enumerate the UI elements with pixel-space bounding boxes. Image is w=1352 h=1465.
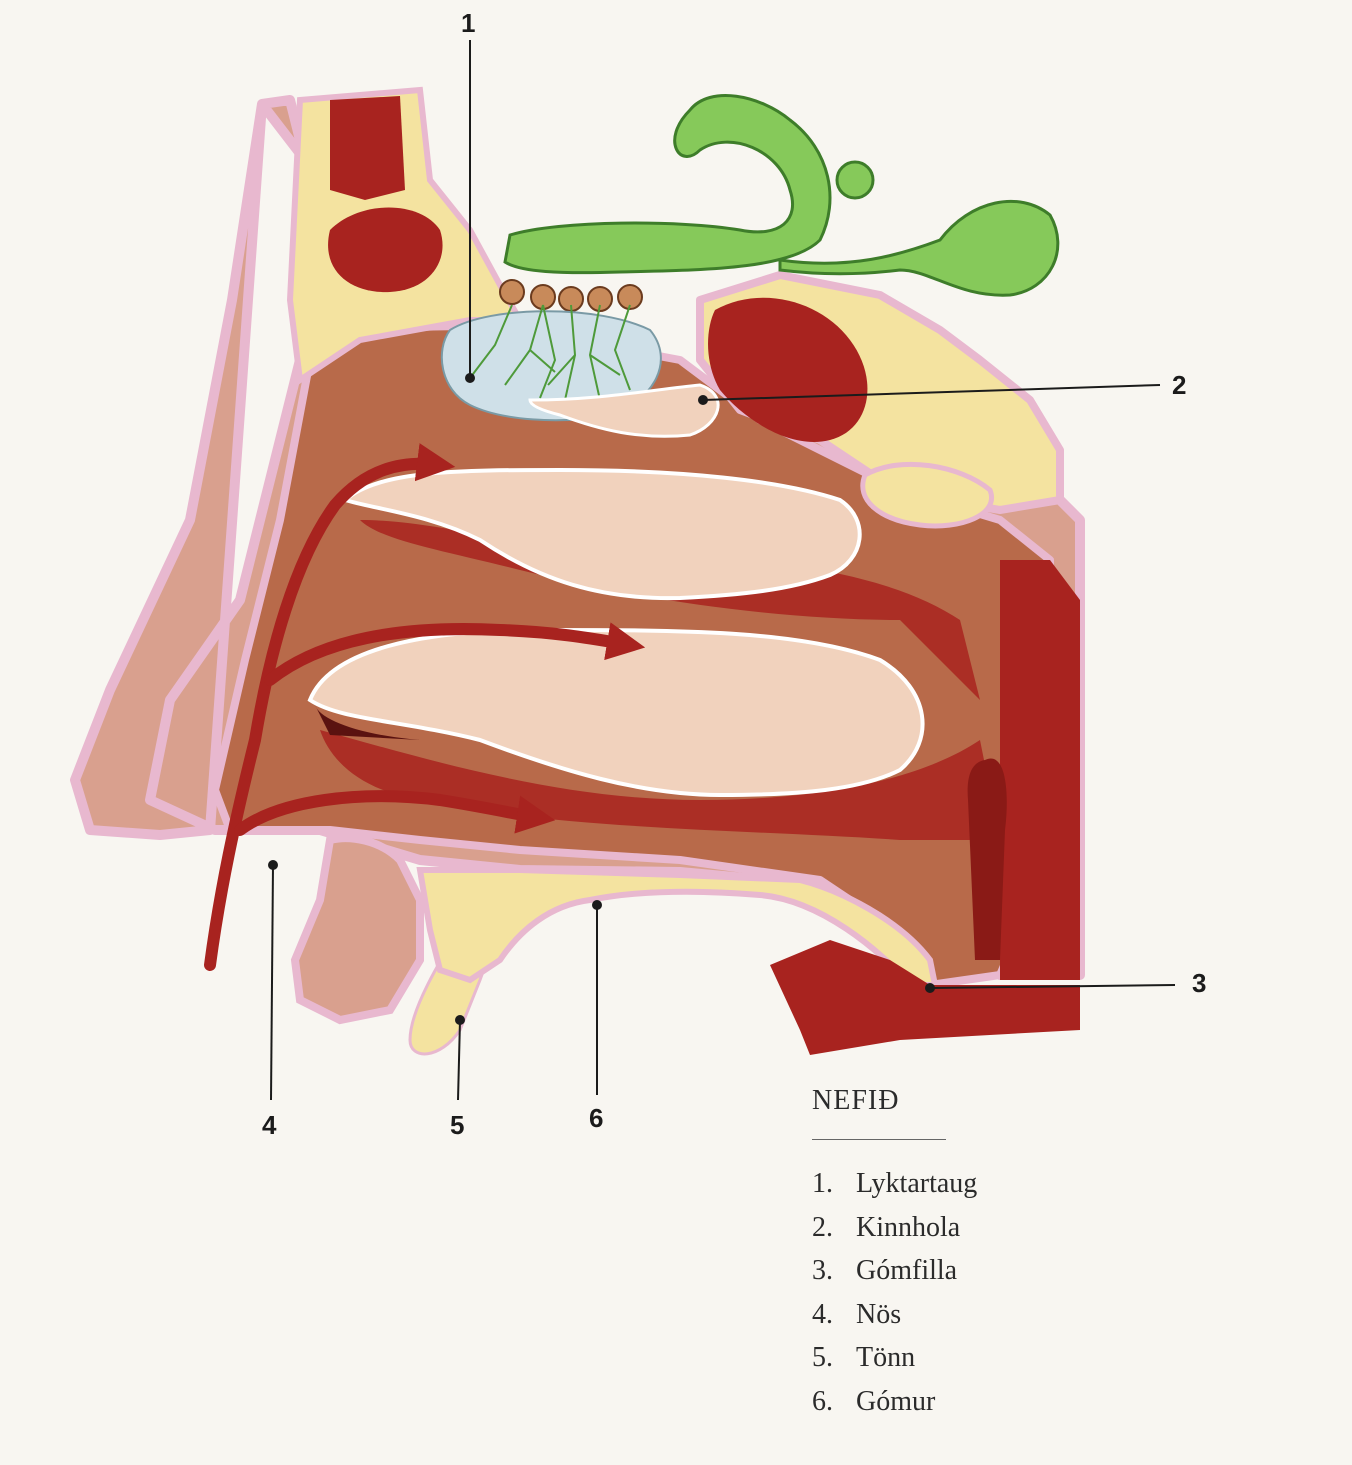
olfactory-extension	[778, 199, 1060, 297]
callout-label-2: 2	[1172, 370, 1187, 400]
cavity-shadow-lower	[320, 730, 1000, 840]
frontal-red-lobe	[328, 207, 443, 293]
legend-item: 5. Tönn	[812, 1336, 1112, 1380]
legend-item-label: Kinnhola	[856, 1211, 961, 1243]
olfactory-small-bulb	[835, 160, 875, 200]
middle-turbinate	[340, 467, 862, 601]
legend-item-number: 6.	[812, 1385, 833, 1417]
legend-item: 3. Gómfilla	[812, 1249, 1112, 1293]
legend-item-label: Lyktartaug	[856, 1168, 978, 1199]
airflow-arrows	[204, 443, 646, 971]
cavity-shadow-upper	[360, 520, 980, 700]
callout-label-6: 6	[589, 1103, 604, 1133]
pharynx-red	[1000, 560, 1080, 980]
legend-item-number: 3.	[812, 1255, 833, 1286]
callout-label-5: 5	[450, 1110, 465, 1140]
legend-item: 4. Nös	[812, 1293, 1112, 1337]
olfactory-nerve-fibers	[469, 304, 631, 401]
airflow-arrow-lower	[234, 790, 556, 836]
olfactory-tract	[503, 94, 832, 275]
callout-lines	[268, 40, 1176, 1101]
callout-label-1: 1	[461, 8, 476, 38]
legend-item: 2. Kinnhola	[812, 1206, 1112, 1250]
upper-lip	[290, 834, 424, 1025]
legend-item-label: Tönn	[856, 1342, 916, 1373]
soft-palate-red	[770, 940, 1080, 1055]
superior-turbinate	[528, 383, 720, 438]
legend-item-label: Gómur	[856, 1385, 936, 1417]
inferior-turbinate-shadow	[315, 705, 420, 740]
airflow-arrow-middle	[264, 622, 646, 686]
callout-label-3: 3	[1192, 968, 1207, 998]
legend-item-label: Gómfilla	[856, 1255, 958, 1286]
callout-label-4: 4	[262, 1110, 277, 1140]
legend: NEFIÐ 1. Lyktartaug 2. Kinnhola 3. Gómfilla…	[812, 1085, 1112, 1423]
cribriform-plate	[499, 279, 643, 312]
legend-divider	[812, 1139, 946, 1140]
legend-item-label: Nös	[856, 1298, 902, 1330]
legend-item-number: 1.	[812, 1168, 833, 1199]
legend-title: NEFIÐ	[812, 1085, 900, 1116]
legend-item: 1. Lyktartaug	[812, 1162, 1112, 1206]
sphenoid-sinus	[708, 297, 868, 442]
hard-palate	[416, 867, 939, 988]
legend-item-number: 4.	[812, 1298, 833, 1330]
legend-item-number: 2.	[812, 1211, 833, 1243]
airflow-arrow-entry	[204, 443, 456, 971]
eustachian-opening	[967, 758, 1007, 960]
sphenoid-lower-bone	[860, 461, 995, 529]
legend-list: 1. Lyktartaug 2. Kinnhola 3. Gómfilla 4. Nös…	[812, 1162, 1112, 1423]
legend-item: 6. Gómur	[812, 1380, 1112, 1424]
legend-item-number: 5.	[812, 1342, 833, 1373]
frontal-sinus	[330, 96, 405, 200]
